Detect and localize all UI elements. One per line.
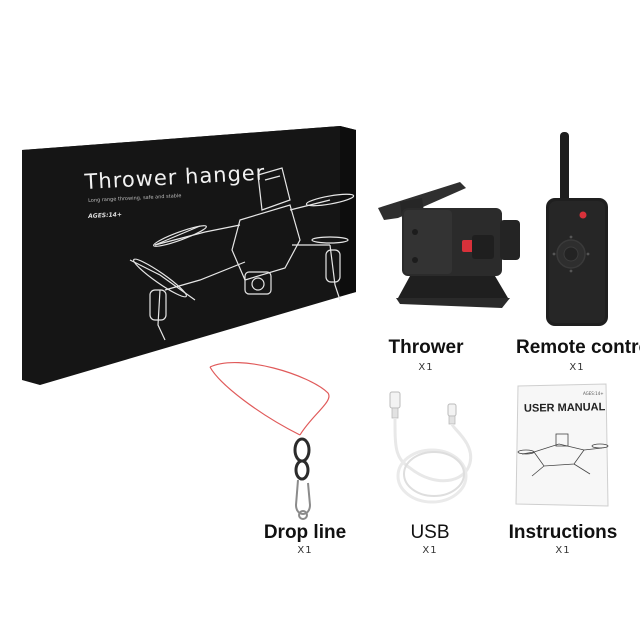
- usb-qty: X1: [422, 545, 438, 556]
- instructions-qty: X1: [555, 545, 571, 556]
- drop-line-qty: X1: [297, 545, 313, 556]
- usb-cable-graphic: [389, 391, 473, 504]
- drop-line-label: Drop line: [263, 522, 347, 543]
- remote-control-qty: X1: [569, 362, 585, 373]
- thrower-qty: X1: [418, 362, 434, 373]
- remote-control-graphic: [546, 132, 608, 326]
- thrower-graphic: [378, 182, 520, 308]
- thrower-label: Thrower: [388, 337, 464, 358]
- usb-label: USB: [410, 522, 450, 543]
- drop-line-image: [200, 355, 340, 525]
- drop-line-graphic: [209, 362, 330, 520]
- user-manual-graphic: [515, 383, 609, 507]
- thrower-image: [370, 180, 530, 310]
- manual-title: USER MANUAL: [523, 401, 606, 415]
- manual-age: AGES:14+: [583, 391, 604, 396]
- usb-cable-image: [380, 388, 490, 508]
- instructions-label: Instructions: [508, 522, 618, 543]
- user-manual-image: [514, 382, 610, 508]
- remote-control-image: [544, 130, 610, 328]
- remote-control-label: Remote control: [516, 337, 640, 358]
